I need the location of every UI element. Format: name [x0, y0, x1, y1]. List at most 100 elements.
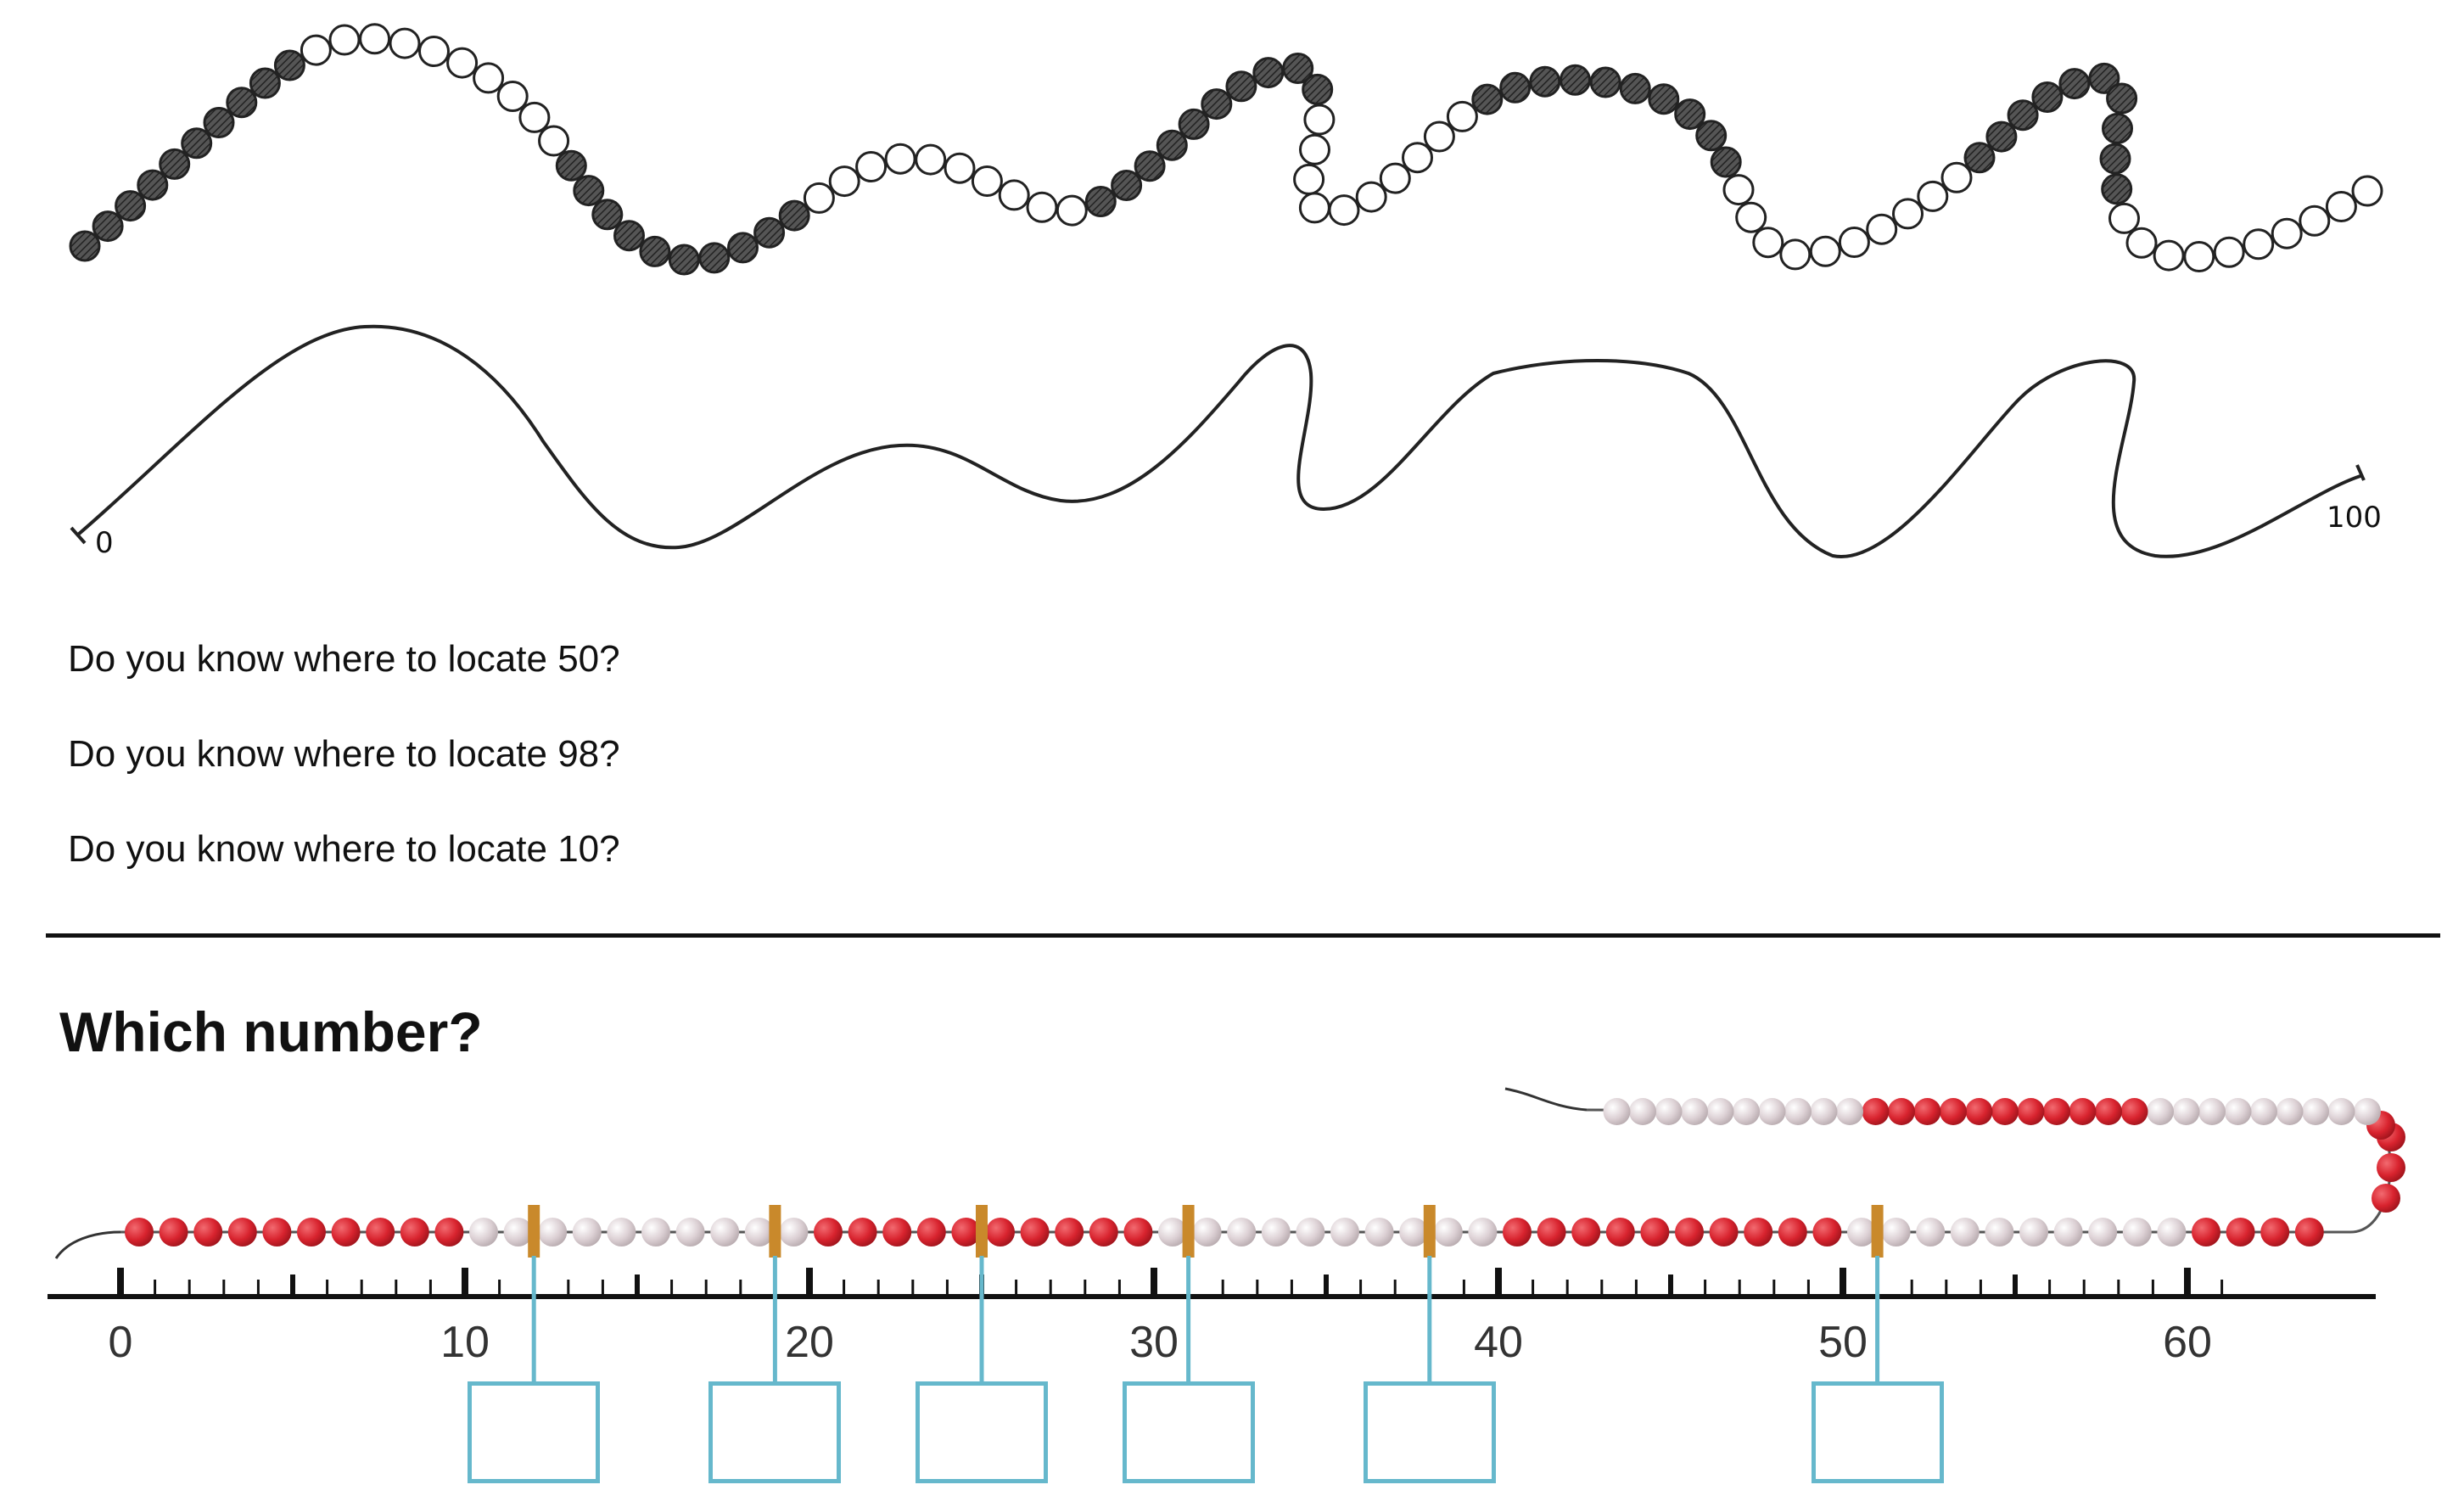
light-bead: [2299, 204, 2331, 237]
light-bead: [803, 182, 835, 214]
dark-bead: [1111, 170, 1143, 201]
position-marker: [769, 1205, 781, 1258]
start-label-zero: 0: [95, 526, 114, 560]
red-bead: [916, 1218, 946, 1246]
dark-bead: [1252, 57, 1285, 89]
white-bead: [1655, 1098, 1683, 1125]
dark-bead: [1201, 88, 1233, 120]
light-bead: [1379, 162, 1411, 194]
light-bead: [2243, 228, 2275, 261]
white-bead: [2250, 1098, 2277, 1125]
white-bead: [2122, 1218, 2152, 1246]
white-bead: [572, 1218, 602, 1246]
light-bead: [446, 47, 479, 79]
white-bead: [2053, 1218, 2083, 1246]
answer-box[interactable]: [1811, 1381, 1944, 1483]
light-bead: [328, 24, 361, 56]
light-bead: [1056, 194, 1088, 227]
dark-bead: [1178, 108, 1210, 140]
dark-bead: [1560, 64, 1591, 96]
light-bead: [2108, 202, 2140, 234]
red-bead: [2294, 1218, 2324, 1246]
dark-bead: [668, 244, 700, 276]
answer-box[interactable]: [1363, 1381, 1496, 1483]
white-bead: [2019, 1218, 2048, 1246]
white-bead: [2276, 1098, 2304, 1125]
dark-bead: [727, 232, 759, 264]
white-bead: [1758, 1098, 1786, 1125]
dark-bead: [2102, 112, 2133, 144]
section-divider: [46, 933, 2440, 938]
red-bead: [1571, 1218, 1601, 1246]
end-label-hundred: 100: [2327, 501, 2382, 535]
position-marker: [1182, 1205, 1195, 1258]
dark-bead: [1985, 120, 2018, 153]
red-bead: [1503, 1218, 1532, 1246]
white-bead: [1296, 1218, 1325, 1246]
dark-bead: [1963, 142, 1996, 174]
string-top-tail: [1504, 1087, 1588, 1112]
dark-bead: [2088, 62, 2120, 94]
answer-box[interactable]: [708, 1381, 842, 1483]
light-bead: [2125, 227, 2158, 259]
white-bead: [2198, 1098, 2226, 1125]
dark-bead: [181, 127, 213, 160]
dark-bead: [1084, 186, 1117, 217]
light-bead: [1298, 192, 1330, 224]
dark-bead: [159, 148, 191, 180]
light-bead: [300, 34, 332, 66]
red-bead: [1640, 1218, 1670, 1246]
light-bead: [1026, 191, 1058, 223]
red-bead: [2095, 1098, 2122, 1125]
light-bead: [1293, 163, 1325, 195]
white-bead: [1985, 1218, 2014, 1246]
white-bead: [1950, 1218, 1980, 1246]
answer-box[interactable]: [468, 1381, 601, 1483]
dark-bead: [1695, 120, 1728, 152]
light-bead: [944, 152, 976, 184]
section-title: Which number?: [59, 1000, 483, 1063]
light-bead: [1917, 180, 1949, 212]
string: [120, 1108, 2392, 1234]
red-bead: [1965, 1098, 1993, 1125]
dark-bead: [137, 169, 169, 201]
red-bead: [2192, 1218, 2220, 1246]
tick-label: 30: [1129, 1318, 1179, 1367]
light-bead: [1809, 235, 1841, 267]
light-bead: [828, 165, 860, 198]
white-bead: [1733, 1098, 1760, 1125]
red-bead: [2120, 1098, 2148, 1125]
red-bead: [1913, 1098, 1941, 1125]
white-bead: [1881, 1218, 1911, 1246]
dark-bead: [1674, 98, 1706, 131]
light-bead: [2183, 241, 2215, 272]
light-bead: [359, 23, 391, 55]
white-bead: [1681, 1098, 1708, 1125]
red-bead: [2017, 1098, 2045, 1125]
dark-bead: [639, 235, 671, 267]
white-bead: [1784, 1098, 1812, 1125]
dark-bead: [591, 199, 624, 231]
dark-bead: [1499, 71, 1532, 104]
red-bead: [1940, 1098, 1967, 1125]
white-bead: [1433, 1218, 1463, 1246]
light-bead: [2325, 191, 2357, 222]
light-bead: [1735, 201, 1767, 233]
dark-bead: [273, 49, 305, 81]
red-bead: [159, 1218, 188, 1246]
tick-label: 0: [108, 1318, 133, 1367]
red-bead: [400, 1218, 429, 1246]
answer-box[interactable]: [916, 1381, 1048, 1483]
dark-bead: [1648, 83, 1680, 115]
red-bead: [2372, 1184, 2400, 1213]
dark-bead: [249, 67, 281, 99]
dark-bead: [753, 216, 786, 249]
red-bead: [1778, 1218, 1807, 1246]
dark-bead: [1471, 83, 1504, 115]
dark-bead: [2058, 68, 2091, 100]
dark-bead: [203, 107, 235, 138]
light-bead: [2153, 239, 2185, 272]
light-bead: [1299, 133, 1330, 165]
answer-box[interactable]: [1122, 1381, 1255, 1483]
light-bead: [1303, 104, 1336, 136]
